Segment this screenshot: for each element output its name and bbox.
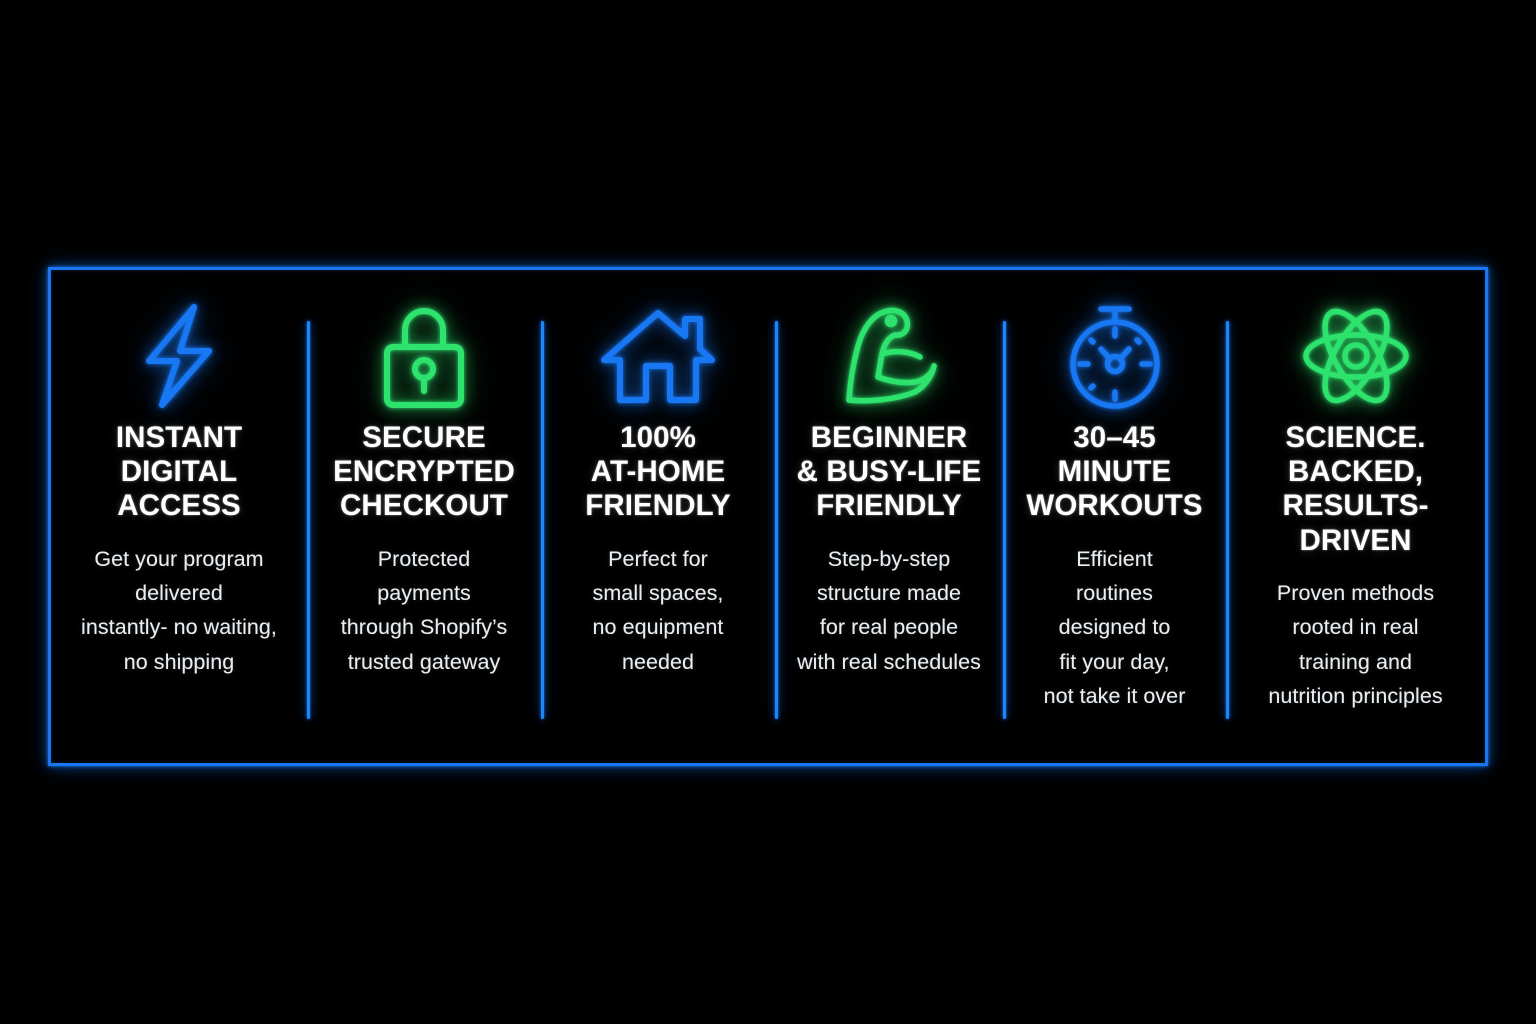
feature-title: INSTANT DIGITAL ACCESS (115, 421, 243, 523)
feature-column-30-45-minute-workouts: 30–45 MINUTE WORKOUTS Efficient routines… (1003, 270, 1226, 719)
feature-column-beginner-busy-life-friendly: BEGINNER & BUSY-LIFE FRIENDLY Step-by-st… (775, 270, 1003, 720)
feature-title: BEGINNER & BUSY-LIFE FRIENDLY (796, 421, 982, 523)
feature-column-instant-digital-access: INSTANT DIGITAL ACCESS Get your program … (51, 270, 307, 679)
stopwatch-icon (1063, 303, 1167, 409)
feature-columns: INSTANT DIGITAL ACCESS Get your program … (51, 270, 1485, 763)
feature-title: 100% AT-HOME FRIENDLY (585, 421, 731, 523)
flexed-bicep-icon (837, 303, 941, 409)
atom-icon (1300, 303, 1412, 409)
feature-description: Perfect for small spaces, no equipment n… (592, 546, 724, 674)
feature-column-at-home-friendly: 100% AT-HOME FRIENDLY Perfect for small … (541, 270, 775, 720)
feature-description: Efficient routines designed to fit your … (1043, 546, 1186, 709)
feature-description: Get your program delivered instantly- no… (81, 546, 277, 674)
feature-description: Protected payments through Shopify’s tru… (340, 546, 508, 674)
feature-bar-panel: INSTANT DIGITAL ACCESS Get your program … (48, 267, 1488, 766)
feature-description: Step-by-step structure made for real peo… (797, 546, 981, 674)
feature-description: Proven methods rooted in real training a… (1268, 580, 1443, 709)
lightning-bolt-icon (137, 303, 221, 409)
feature-column-secure-encrypted-checkout: SECURE ENCRYPTED CHECKOUT Protected paym… (307, 270, 541, 720)
padlock-icon (378, 303, 470, 409)
feature-title: 30–45 MINUTE WORKOUTS (1026, 421, 1203, 523)
feature-column-science-backed-results-driven: SCIENCE. BACKED, RESULTS- DRIVEN Proven … (1226, 270, 1485, 720)
feature-title: SECURE ENCRYPTED CHECKOUT (333, 421, 515, 523)
feature-title: SCIENCE. BACKED, RESULTS- DRIVEN (1282, 421, 1429, 557)
house-icon (600, 303, 716, 409)
